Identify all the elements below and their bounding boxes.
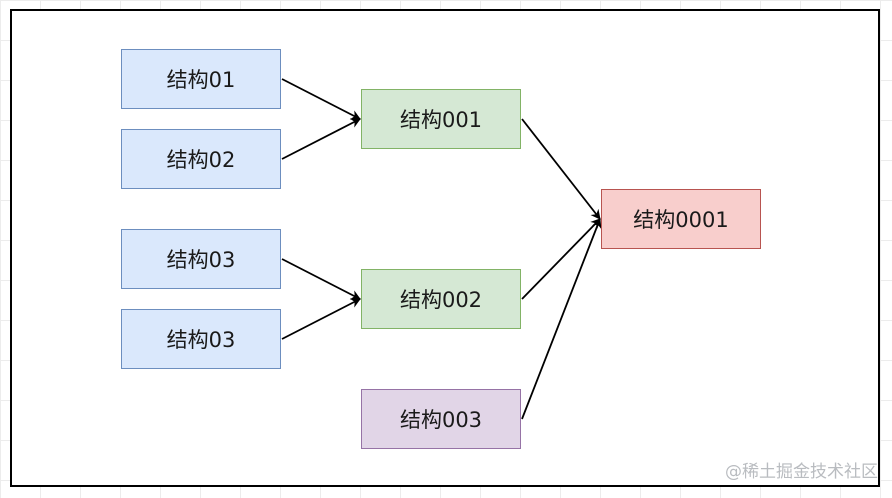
- node-struct-01[interactable]: 结构01: [121, 49, 281, 109]
- node-struct-03-b[interactable]: 结构03: [121, 309, 281, 369]
- node-struct-002[interactable]: 结构002: [361, 269, 521, 329]
- node-struct-0001[interactable]: 结构0001: [601, 189, 761, 249]
- node-struct-001[interactable]: 结构001: [361, 89, 521, 149]
- node-struct-03-a[interactable]: 结构03: [121, 229, 281, 289]
- node-struct-003[interactable]: 结构003: [361, 389, 521, 449]
- node-struct-02[interactable]: 结构02: [121, 129, 281, 189]
- watermark-text: @稀土掘金技术社区: [725, 462, 878, 482]
